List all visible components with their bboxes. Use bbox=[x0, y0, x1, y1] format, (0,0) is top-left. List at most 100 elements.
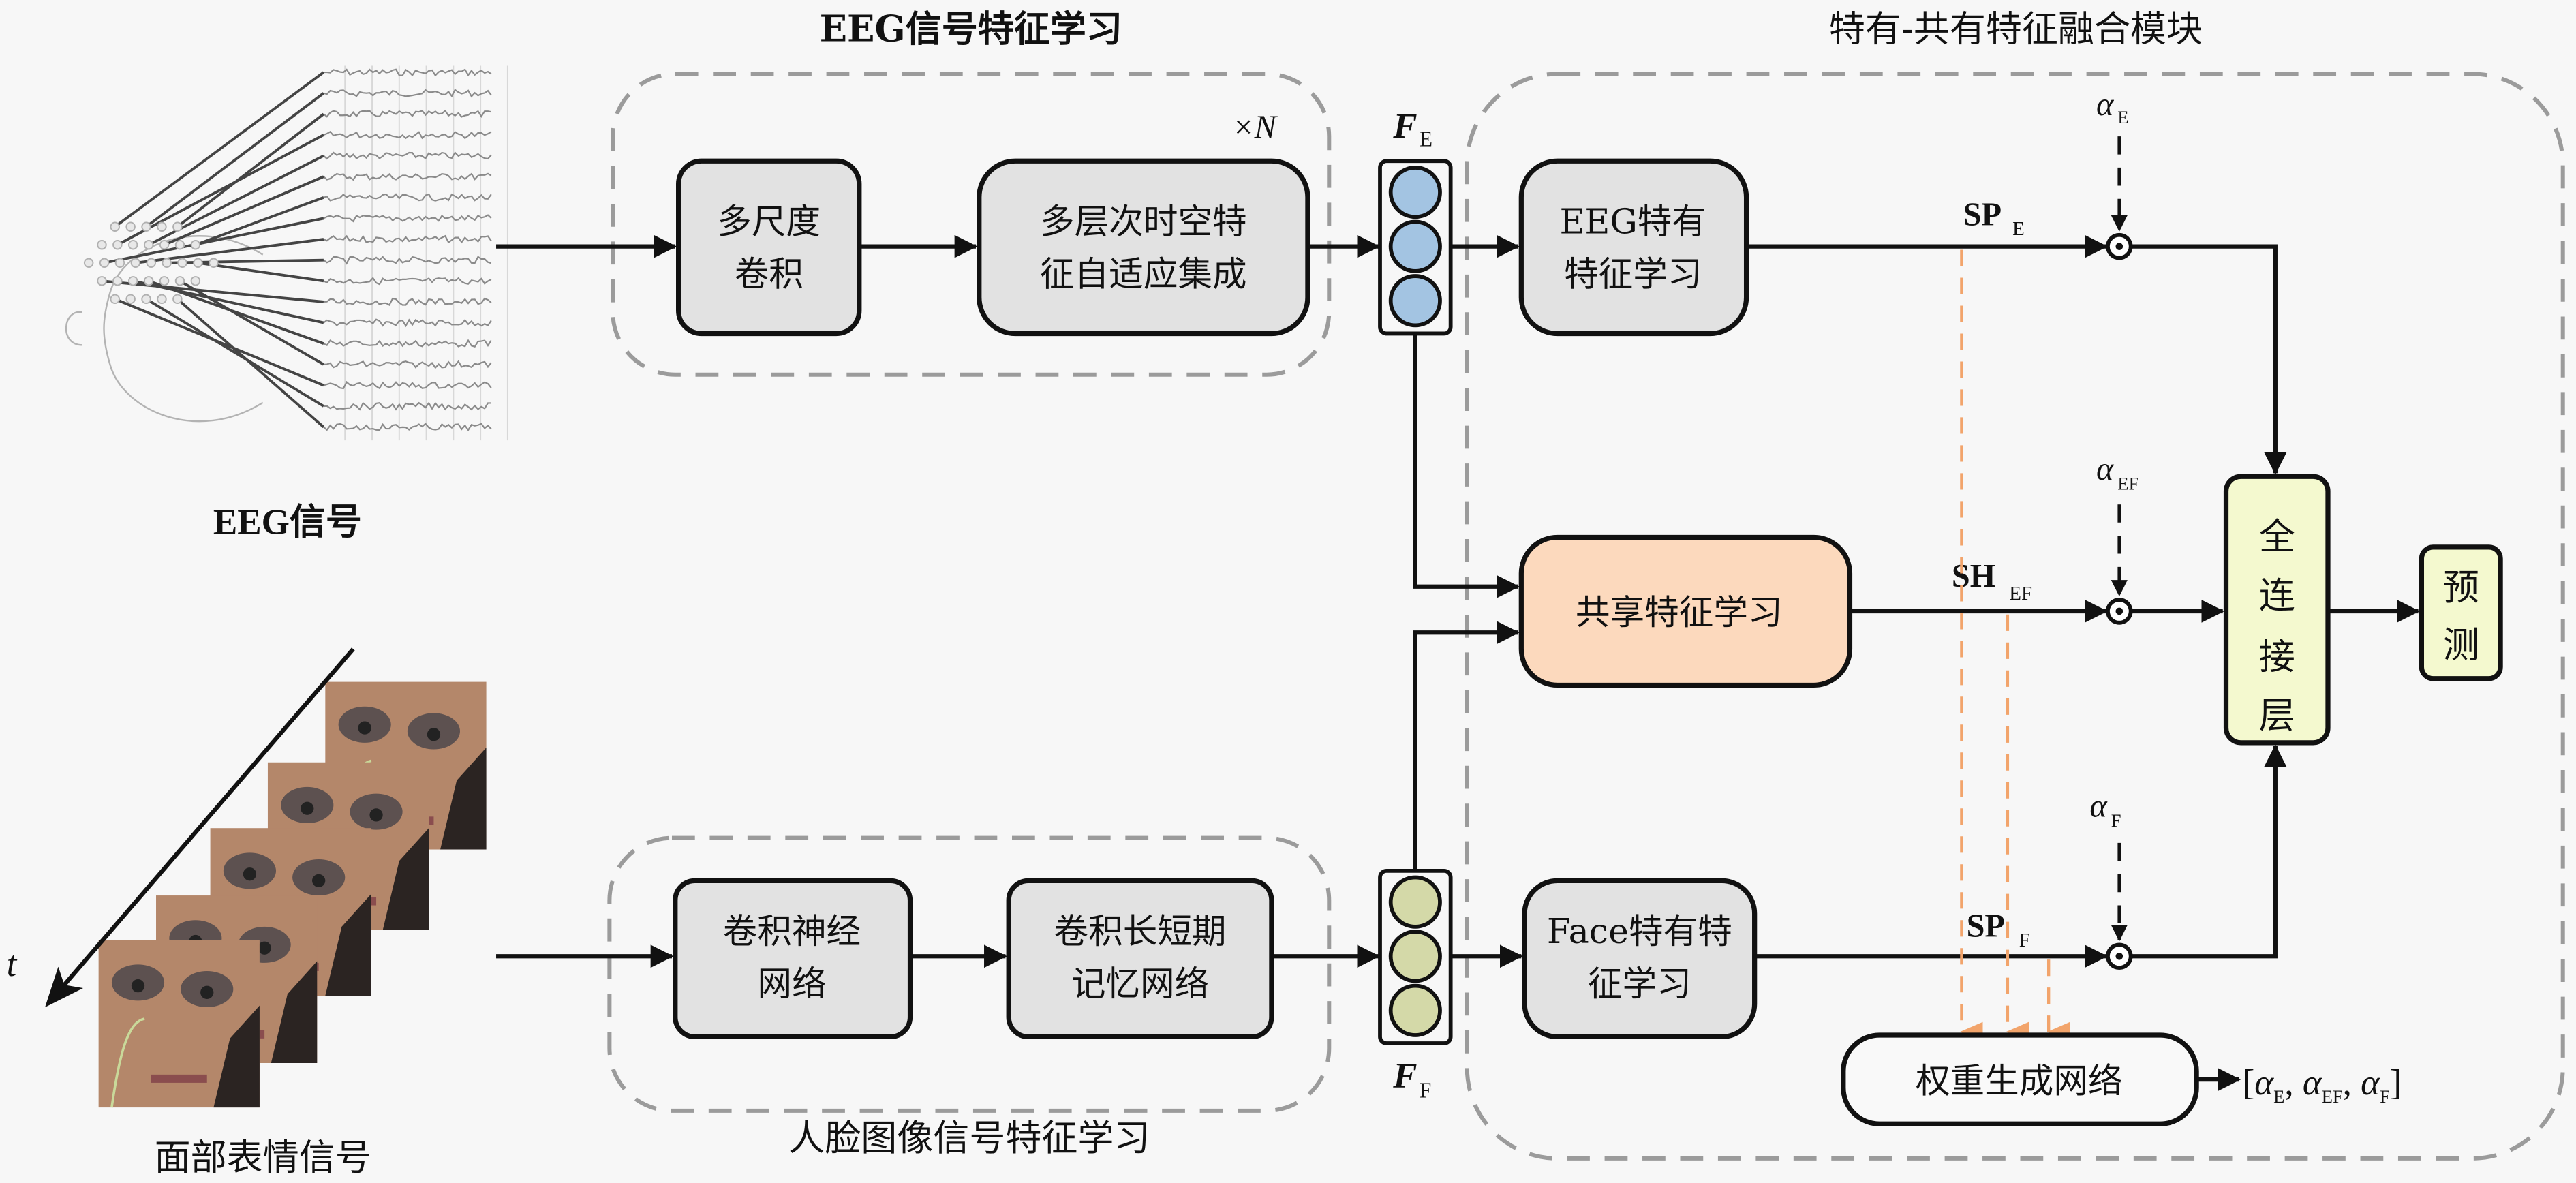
sp-e-label: SP E bbox=[1963, 196, 2025, 239]
time-axis-label: t bbox=[7, 944, 18, 984]
eeg-group-title: EEG信号特征学习 bbox=[820, 7, 1122, 50]
eeg-channel-trace bbox=[323, 193, 492, 202]
eeg-electrode bbox=[97, 276, 107, 286]
fc-char: 层 bbox=[2259, 694, 2295, 737]
eeg-electrode-leads bbox=[102, 71, 325, 429]
eeg-lead-wire bbox=[179, 279, 324, 366]
alpha-ef-label: α EF bbox=[2096, 451, 2138, 493]
weighted-e-to-fc-arrow bbox=[2130, 244, 2287, 475]
multiscale-conv-line2: 卷积 bbox=[735, 254, 803, 294]
ff-node bbox=[1388, 875, 1442, 929]
eeg-label-text: EEG信号 bbox=[213, 502, 362, 542]
eeg-channel-trace bbox=[323, 360, 492, 369]
multilevel-line1: 多层次时空特 bbox=[1040, 201, 1247, 241]
eeg-electrode bbox=[174, 276, 185, 286]
eeg-lead-wire bbox=[104, 217, 324, 264]
sp-f-main: SP bbox=[1967, 908, 2005, 944]
face-feature-learning-group bbox=[607, 835, 1332, 1113]
eeg-channel-trace bbox=[323, 89, 492, 98]
ff-symbol: F bbox=[1392, 1056, 1417, 1096]
eeg-channel-trace bbox=[323, 68, 492, 77]
eeg-electrode bbox=[143, 240, 154, 250]
eeg-electrode bbox=[193, 258, 203, 268]
sp-f-sub: F bbox=[2019, 929, 2030, 951]
face-specific-line1: Face特有特 bbox=[1547, 911, 1732, 951]
eeg-channel-trace bbox=[323, 256, 492, 265]
eeg-channel-trace bbox=[323, 172, 492, 181]
eeg-lead-wire bbox=[198, 261, 324, 283]
predict-char: 测 bbox=[2443, 624, 2479, 666]
face-specific-line2: 征学习 bbox=[1588, 964, 1691, 1004]
fc-char: 接 bbox=[2259, 635, 2295, 677]
fe-to-shared-arrow bbox=[1413, 333, 1520, 598]
multiscale-conv-line1: 多尺度 bbox=[717, 201, 821, 241]
multiscale-conv-block: 多尺度 卷积 bbox=[676, 158, 862, 337]
sp-f-label: SP F bbox=[1967, 908, 2030, 951]
eeg-electrode bbox=[125, 294, 136, 305]
eeg-lead-wire bbox=[166, 258, 324, 264]
eeg-electrode bbox=[125, 221, 136, 232]
face-signal-label: 面部表情信号 bbox=[155, 1137, 371, 1179]
eeg-time-grid bbox=[344, 65, 508, 441]
prediction-block: 预 测 bbox=[2419, 544, 2503, 681]
fusion-group-title: 特有-共有特征融合模块 bbox=[1829, 7, 2203, 50]
eeg-signal-label: EEG信号 bbox=[213, 502, 362, 542]
ff-node bbox=[1388, 929, 1442, 983]
eeg-specific-line1: EEG特有 bbox=[1559, 201, 1706, 241]
fe-node bbox=[1388, 274, 1442, 328]
weight-generation-network-block: 权重生成网络 bbox=[1841, 1032, 2199, 1126]
eeg-electrode bbox=[112, 276, 123, 286]
fe-node bbox=[1388, 166, 1442, 219]
convlstm-line1: 卷积长短期 bbox=[1054, 911, 1227, 951]
eeg-electrode bbox=[141, 294, 151, 305]
eeg-electrode bbox=[157, 221, 167, 232]
alpha-ef-main: α bbox=[2096, 451, 2115, 487]
eeg-feature-learning-group bbox=[611, 72, 1332, 377]
eeg-electrode bbox=[97, 240, 107, 250]
eeg-lead-wire bbox=[114, 71, 325, 228]
repeat-n-label: ×N bbox=[1232, 110, 1278, 146]
eeg-electrode bbox=[146, 258, 157, 268]
predict-char: 预 bbox=[2443, 566, 2479, 609]
weight-multiply-node-e bbox=[2106, 232, 2133, 260]
eeg-channel-trace bbox=[323, 151, 492, 160]
shared-feature-label: 共享特征学习 bbox=[1576, 592, 1783, 632]
eeg-lead-wire bbox=[117, 134, 324, 246]
alpha-f-label: α F bbox=[2089, 788, 2121, 830]
fc-char: 连 bbox=[2259, 574, 2295, 617]
eeg-channel-trace bbox=[323, 339, 492, 348]
eeg-channel-trace bbox=[323, 401, 491, 411]
eeg-lead-wire bbox=[195, 196, 324, 247]
eeg-feature-vector-fe: F E bbox=[1378, 107, 1453, 336]
alpha-f-sub: F bbox=[2111, 810, 2121, 831]
eeg-electrode bbox=[110, 221, 120, 232]
eeg-channel-trace bbox=[323, 109, 492, 118]
ff-subscript: F bbox=[1420, 1079, 1431, 1103]
eeg-electrode bbox=[172, 294, 183, 305]
alpha-ef-sub: EF bbox=[2117, 474, 2138, 494]
fully-connected-layer-block: 全 连 接 层 bbox=[2223, 474, 2331, 746]
eeg-signal-illustration bbox=[65, 65, 508, 441]
alpha-e-main: α bbox=[2096, 87, 2115, 123]
eeg-channel-trace bbox=[323, 277, 492, 286]
eeg-electrode bbox=[157, 294, 167, 305]
eeg-traces bbox=[323, 68, 492, 431]
eeg-electrode bbox=[190, 240, 201, 250]
eeg-electrode bbox=[130, 258, 141, 268]
weighted-f-to-fc-arrow bbox=[2130, 744, 2287, 959]
eeg-electrode bbox=[114, 258, 125, 268]
eeg-lead-wire bbox=[145, 92, 325, 228]
alpha-e-label: α E bbox=[2096, 87, 2129, 127]
eeg-electrode bbox=[159, 240, 170, 250]
fe-node bbox=[1388, 219, 1442, 273]
sh-ef-sub: EF bbox=[2009, 583, 2032, 604]
fc-char: 全 bbox=[2259, 515, 2295, 557]
cnn-line1: 卷积神经 bbox=[723, 911, 861, 951]
eeg-electrode bbox=[190, 276, 201, 286]
eeg-electrode bbox=[141, 221, 151, 232]
multilevel-spatiotemporal-block: 多层次时空特 征自适应集成 bbox=[977, 158, 1310, 337]
ff-to-shared-arrow bbox=[1413, 621, 1520, 871]
eeg-channel-trace bbox=[323, 234, 492, 244]
convlstm-line2: 记忆网络 bbox=[1071, 964, 1209, 1004]
